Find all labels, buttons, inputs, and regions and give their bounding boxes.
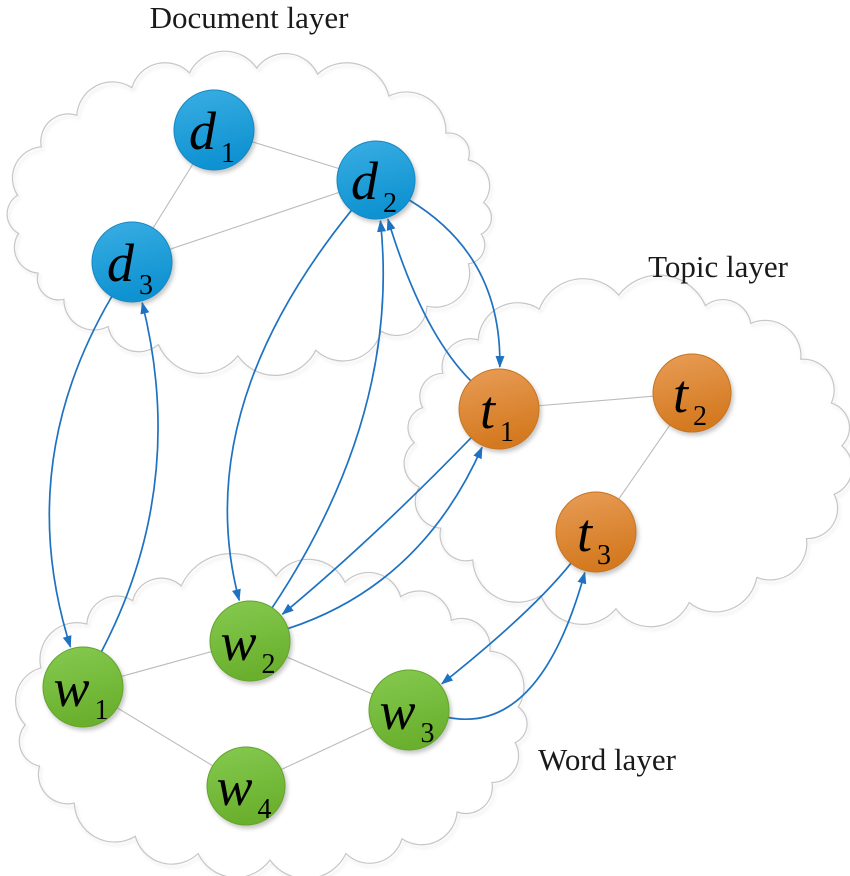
arrow-d2-to-w2 <box>226 209 353 602</box>
topic-cloud-fill <box>404 275 850 627</box>
arrow-t1-to-w2 <box>281 437 472 615</box>
node-t1-circle <box>458 368 540 450</box>
node-t2-circle <box>652 353 732 433</box>
topic-cloud-outline <box>403 274 850 628</box>
arrow-w2-to-d2 <box>271 219 387 609</box>
arrow-t3-to-w3 <box>441 562 572 685</box>
node-w2-circle <box>209 600 291 682</box>
cloud-fills <box>7 51 850 876</box>
node-w1-circle <box>42 646 124 728</box>
cloud-outlines <box>6 50 850 876</box>
arrow-t1-to-d2 <box>386 218 472 382</box>
word-cloud-outline <box>15 553 528 876</box>
node-t3-circle <box>555 491 637 573</box>
node-d1-circle <box>173 89 255 171</box>
arrow-d2-to-t1 <box>408 199 505 368</box>
node-w4-circle <box>206 746 286 826</box>
node-d2-circle <box>336 140 416 220</box>
word-cloud-fill <box>15 553 527 876</box>
document-layer-label: Document layer <box>150 0 350 35</box>
topic-layer-label: Topic layer <box>648 249 789 284</box>
arrow-w1-to-d3 <box>100 301 159 652</box>
node-d3-circle <box>91 221 173 303</box>
word-layer-label: Word layer <box>538 742 676 777</box>
document-cloud-outline <box>6 50 493 376</box>
arrow-w3-to-t3 <box>448 571 587 720</box>
node-w3-circle <box>368 669 450 751</box>
cross-layer-arrows <box>48 199 587 720</box>
arrow-d3-to-w1 <box>48 296 113 648</box>
arrow-w2-to-t1 <box>287 446 483 630</box>
edge-d2-d3 <box>131 179 377 263</box>
